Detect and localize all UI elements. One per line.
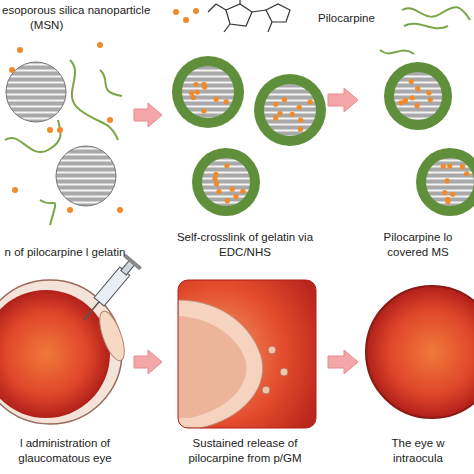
process-arrow (328, 350, 358, 374)
gelatin-shell-particles (172, 56, 326, 216)
step-caption: Self-crosslink of gelatin via EDC/NHS (166, 230, 324, 260)
step-caption: Sustained release of pilocarpine from p/… (166, 436, 324, 466)
pilocarpine-dots (9, 42, 469, 213)
loaded-particles (380, 50, 474, 216)
process-arrow (134, 350, 162, 374)
process-panel: Self-crosslink of gelatin via EDC/NHS (166, 40, 324, 264)
step-caption: n of pilocarpine l gelatin (0, 245, 130, 260)
process-panel: Pilocarpine lo covered MS (362, 40, 474, 264)
glaucomatous-eye (0, 254, 142, 424)
legend-symbols (173, 0, 470, 32)
msn-mixture (5, 60, 122, 225)
step-caption: l administration of glaucomatous eye (0, 436, 130, 466)
process-panel: n of pilocarpine l gelatin (0, 40, 130, 264)
process-arrow (134, 103, 162, 127)
legend-label: esoporous silica nanoparticle (2, 4, 150, 18)
anterior-chamber-closeup (178, 280, 316, 428)
process-arrow (328, 88, 358, 112)
step-caption: Pilocarpine lo covered MS (362, 230, 474, 260)
process-panel: Sustained release of pilocarpine from p/… (166, 270, 324, 470)
process-panel: The eye w intraocula (362, 270, 474, 470)
process-panel: l administration of glaucomatous eye (0, 270, 130, 470)
legend-label: Pilocarpine (318, 12, 375, 26)
legend-label: (MSN) (30, 19, 63, 33)
syringe (76, 254, 142, 327)
treated-eye (366, 286, 474, 418)
step-caption: The eye w intraocula (362, 436, 474, 466)
